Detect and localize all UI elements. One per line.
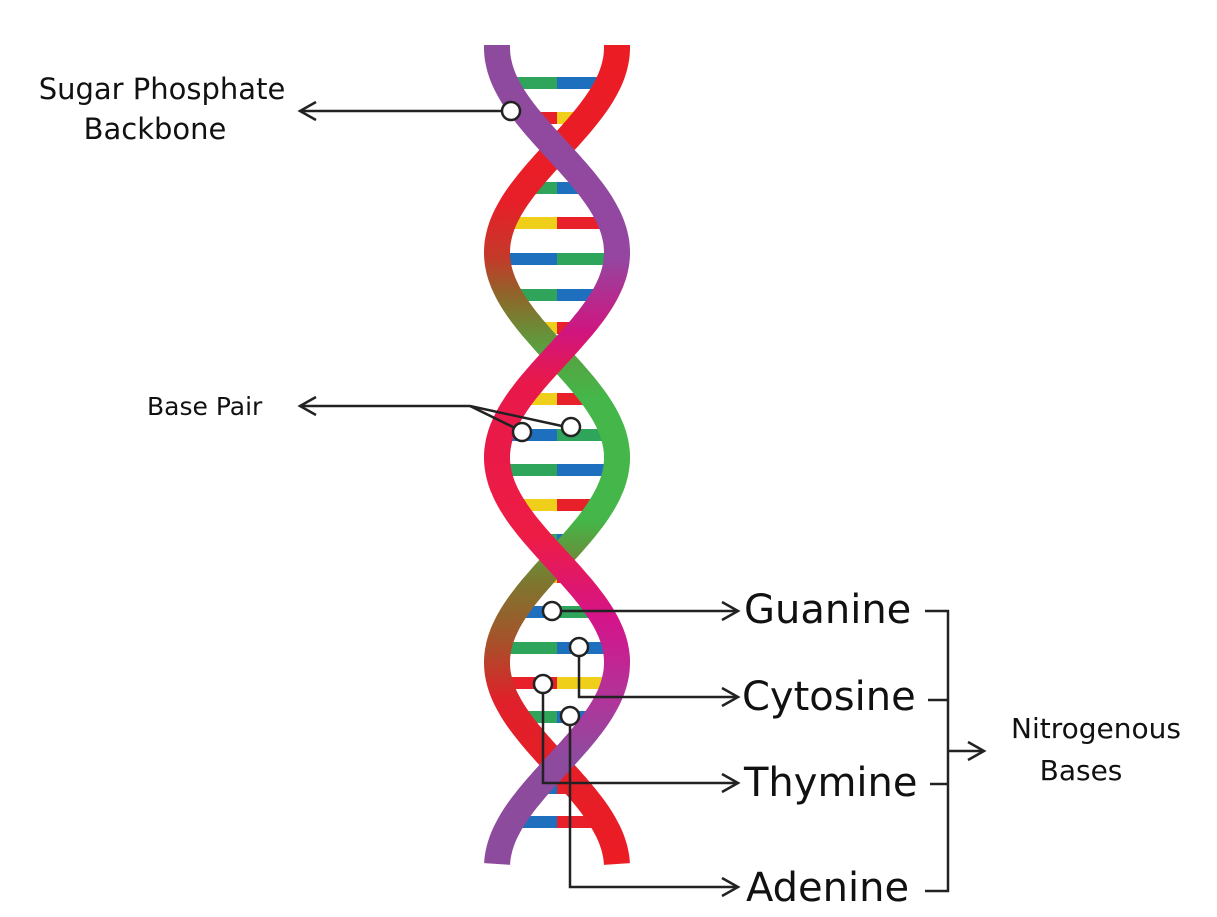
guanine-base xyxy=(498,642,557,654)
arrowhead-icon xyxy=(721,772,741,794)
guanine-label: Guanine xyxy=(744,587,911,633)
adenine-marker xyxy=(559,705,581,727)
cytosine-base xyxy=(557,464,616,476)
thymine-marker xyxy=(532,673,554,695)
base-pair xyxy=(499,677,615,689)
nitrogenous-label-line2: Bases xyxy=(1040,754,1123,787)
base-pair xyxy=(498,642,616,654)
adenine-pointer-line xyxy=(568,725,738,889)
nitrogenous-bases-bracket: Nitrogenous Bases xyxy=(925,609,1181,893)
arrowhead-icon xyxy=(721,686,741,708)
base-pair xyxy=(498,464,616,476)
base-pair-callout: Base Pair xyxy=(147,392,582,443)
cytosine-marker xyxy=(568,636,590,658)
cytosine-pointer-line xyxy=(577,656,738,699)
cytosine-label: Cytosine xyxy=(742,674,916,720)
guanine-base xyxy=(557,253,617,265)
arrowhead-icon xyxy=(967,740,987,762)
adenine-callout: Adenine xyxy=(559,705,909,911)
arrowhead-icon xyxy=(721,876,741,898)
base-pair-marker-left xyxy=(511,421,533,443)
guanine-marker xyxy=(541,600,563,622)
guanine-callout: Guanine xyxy=(541,587,911,633)
base-pair xyxy=(497,253,617,265)
base-pair-label: Base Pair xyxy=(147,392,263,421)
base-pair-pointer-branch xyxy=(469,404,563,428)
thymine-label: Thymine xyxy=(743,760,918,806)
base-pair-marker-right xyxy=(560,416,582,438)
backbone-callout: Sugar Phosphate Backbone xyxy=(39,72,522,146)
backbone-label-line2: Backbone xyxy=(84,112,227,146)
arrowhead-icon xyxy=(297,100,317,122)
adenine-label: Adenine xyxy=(746,865,909,911)
backbone-marker xyxy=(500,100,522,122)
thymine-callout: Thymine xyxy=(532,673,918,806)
backbone-label-line1: Sugar Phosphate xyxy=(39,72,286,106)
guanine-base xyxy=(498,464,557,476)
bracket-line xyxy=(925,609,950,893)
strand-a xyxy=(484,45,630,865)
strand-b xyxy=(484,45,630,865)
sugar-phosphate-backbone xyxy=(484,45,630,865)
cytosine-callout: Cytosine xyxy=(568,636,916,720)
base-pair-pointer-branch xyxy=(469,404,516,430)
thymine-pointer-line xyxy=(541,693,738,785)
arrowhead-icon xyxy=(297,395,317,417)
arrowhead-icon xyxy=(721,600,741,622)
cytosine-base xyxy=(497,253,557,265)
nitrogenous-label-line1: Nitrogenous xyxy=(1011,712,1181,745)
